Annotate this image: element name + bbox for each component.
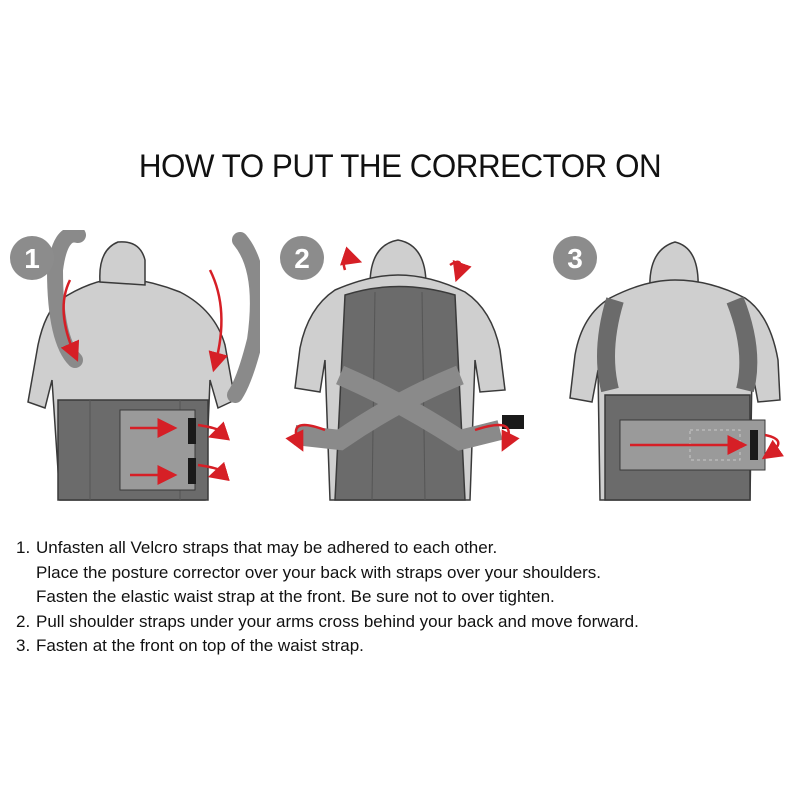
page-title: HOW TO PUT THE CORRECTOR ON <box>138 148 662 184</box>
instruction-item: 3. Fasten at the front on top of the wai… <box>16 634 786 659</box>
instruction-line: Place the posture corrector over your ba… <box>36 562 602 582</box>
instruction-number: 2. <box>16 611 31 631</box>
step-1-figure: 1 <box>0 230 260 530</box>
instruction-line: Fasten the elastic waist strap at the fr… <box>36 587 555 606</box>
crossed-straps-behind-back-icon: 2 <box>280 236 524 501</box>
fastened-front-strap-icon: 3 <box>553 236 784 501</box>
step-number: 3 <box>567 243 583 274</box>
step-number-badge <box>553 236 597 280</box>
instruction-line: Unfasten all Velcro straps that may be a… <box>36 538 498 557</box>
instructions-list: 1. Unfasten all Velcro straps that may b… <box>16 536 786 659</box>
instruction-line: Fasten at the front on top of the waist … <box>36 636 364 655</box>
step-number: 1 <box>24 243 40 274</box>
instruction-number: 1. <box>16 538 31 557</box>
step-number-badge <box>280 236 324 280</box>
step-number: 2 <box>294 243 310 274</box>
step-number-badge <box>10 236 54 280</box>
back-with-shoulder-straps-icon: 1 <box>10 230 260 501</box>
instruction-item: 1. Unfasten all Velcro straps that may b… <box>16 536 786 610</box>
step-2-figure: 2 <box>270 230 530 530</box>
instruction-item: 2. Pull shoulder straps under your arms … <box>16 610 786 635</box>
instruction-number: 3. <box>16 636 31 655</box>
step-3-figure: 3 <box>540 230 800 530</box>
instruction-line: Pull shoulder straps under your arms cro… <box>36 611 639 631</box>
